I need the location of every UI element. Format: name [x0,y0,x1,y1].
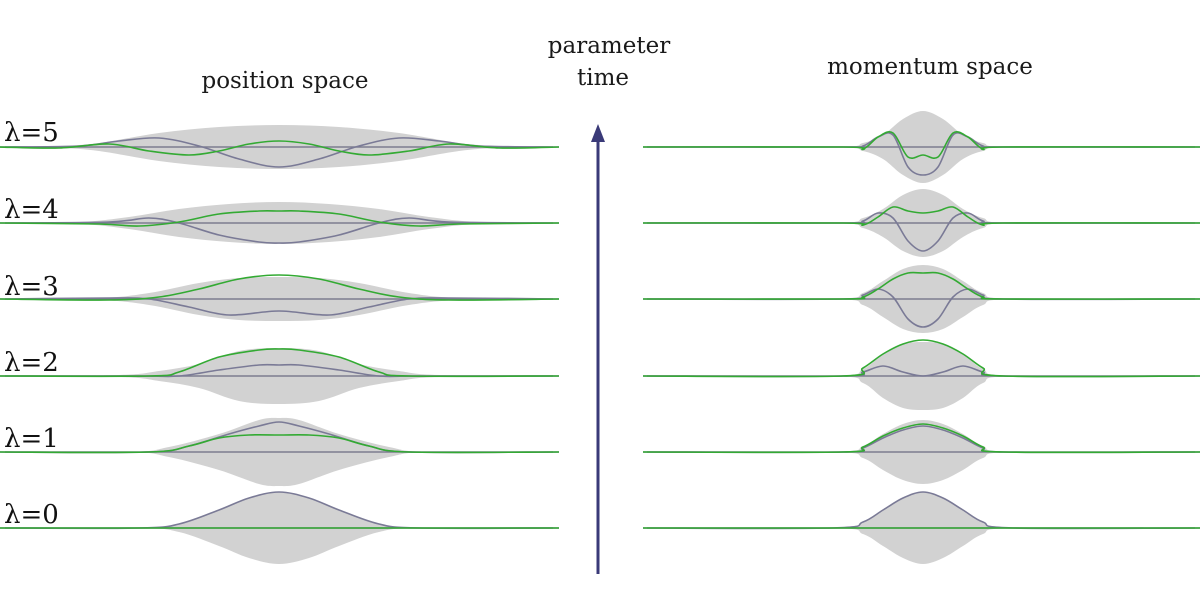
position-real-curve-lambda-4 [0,217,560,244]
position-imag-curve-lambda-2 [0,348,560,378]
arrow-head [591,124,605,142]
time-heading: time [577,65,629,91]
position-space-panel [0,125,560,564]
parameter-time-arrow [591,124,605,574]
momentum-space-heading: momentum space [827,54,1033,80]
momentum-row-lambda-5 [642,111,1200,183]
position-imag-curve-lambda-5 [0,140,560,156]
position-space-heading: position space [201,68,368,94]
position-real-curve-lambda-3 [0,297,560,316]
lambda-label-5: λ=5 [4,118,59,148]
momentum-imag-curve-lambda-1 [642,423,1200,454]
momentum-imag-curve-lambda-5 [642,131,1200,160]
position-imag-curve-lambda-1 [0,433,560,454]
momentum-imag-curve-lambda-4 [642,206,1200,227]
momentum-row-lambda-1 [642,420,1200,484]
momentum-row-lambda-0 [642,491,1200,564]
position-row-lambda-4 [0,202,560,244]
momentum-row-lambda-4 [642,189,1200,257]
lambda-label-4: λ=4 [4,195,59,225]
momentum-row-lambda-3 [642,265,1200,333]
position-imag-curve-lambda-4 [0,209,560,227]
momentum-real-curve-lambda-4 [642,212,1200,252]
momentum-real-curve-lambda-5 [642,132,1200,176]
lambda-label-0: λ=0 [4,500,59,530]
lambda-label-3: λ=3 [4,272,59,302]
momentum-row-lambda-2 [642,339,1200,410]
position-row-lambda-0 [0,491,560,564]
momentum-imag-curve-lambda-3 [642,271,1200,300]
momentum-space-panel [642,111,1200,564]
lambda-label-2: λ=2 [4,348,59,378]
panels-layer [0,111,1200,564]
position-row-lambda-2 [0,348,560,404]
position-row-lambda-1 [0,417,560,487]
momentum-imag-curve-lambda-2 [642,339,1200,378]
lambda-label-1: λ=1 [4,424,59,454]
position-real-curve-lambda-5 [0,137,560,168]
parameter-heading: parameter [548,33,670,59]
position-row-lambda-3 [0,274,560,321]
position-row-lambda-5 [0,125,560,169]
position-imag-curve-lambda-3 [0,274,560,301]
